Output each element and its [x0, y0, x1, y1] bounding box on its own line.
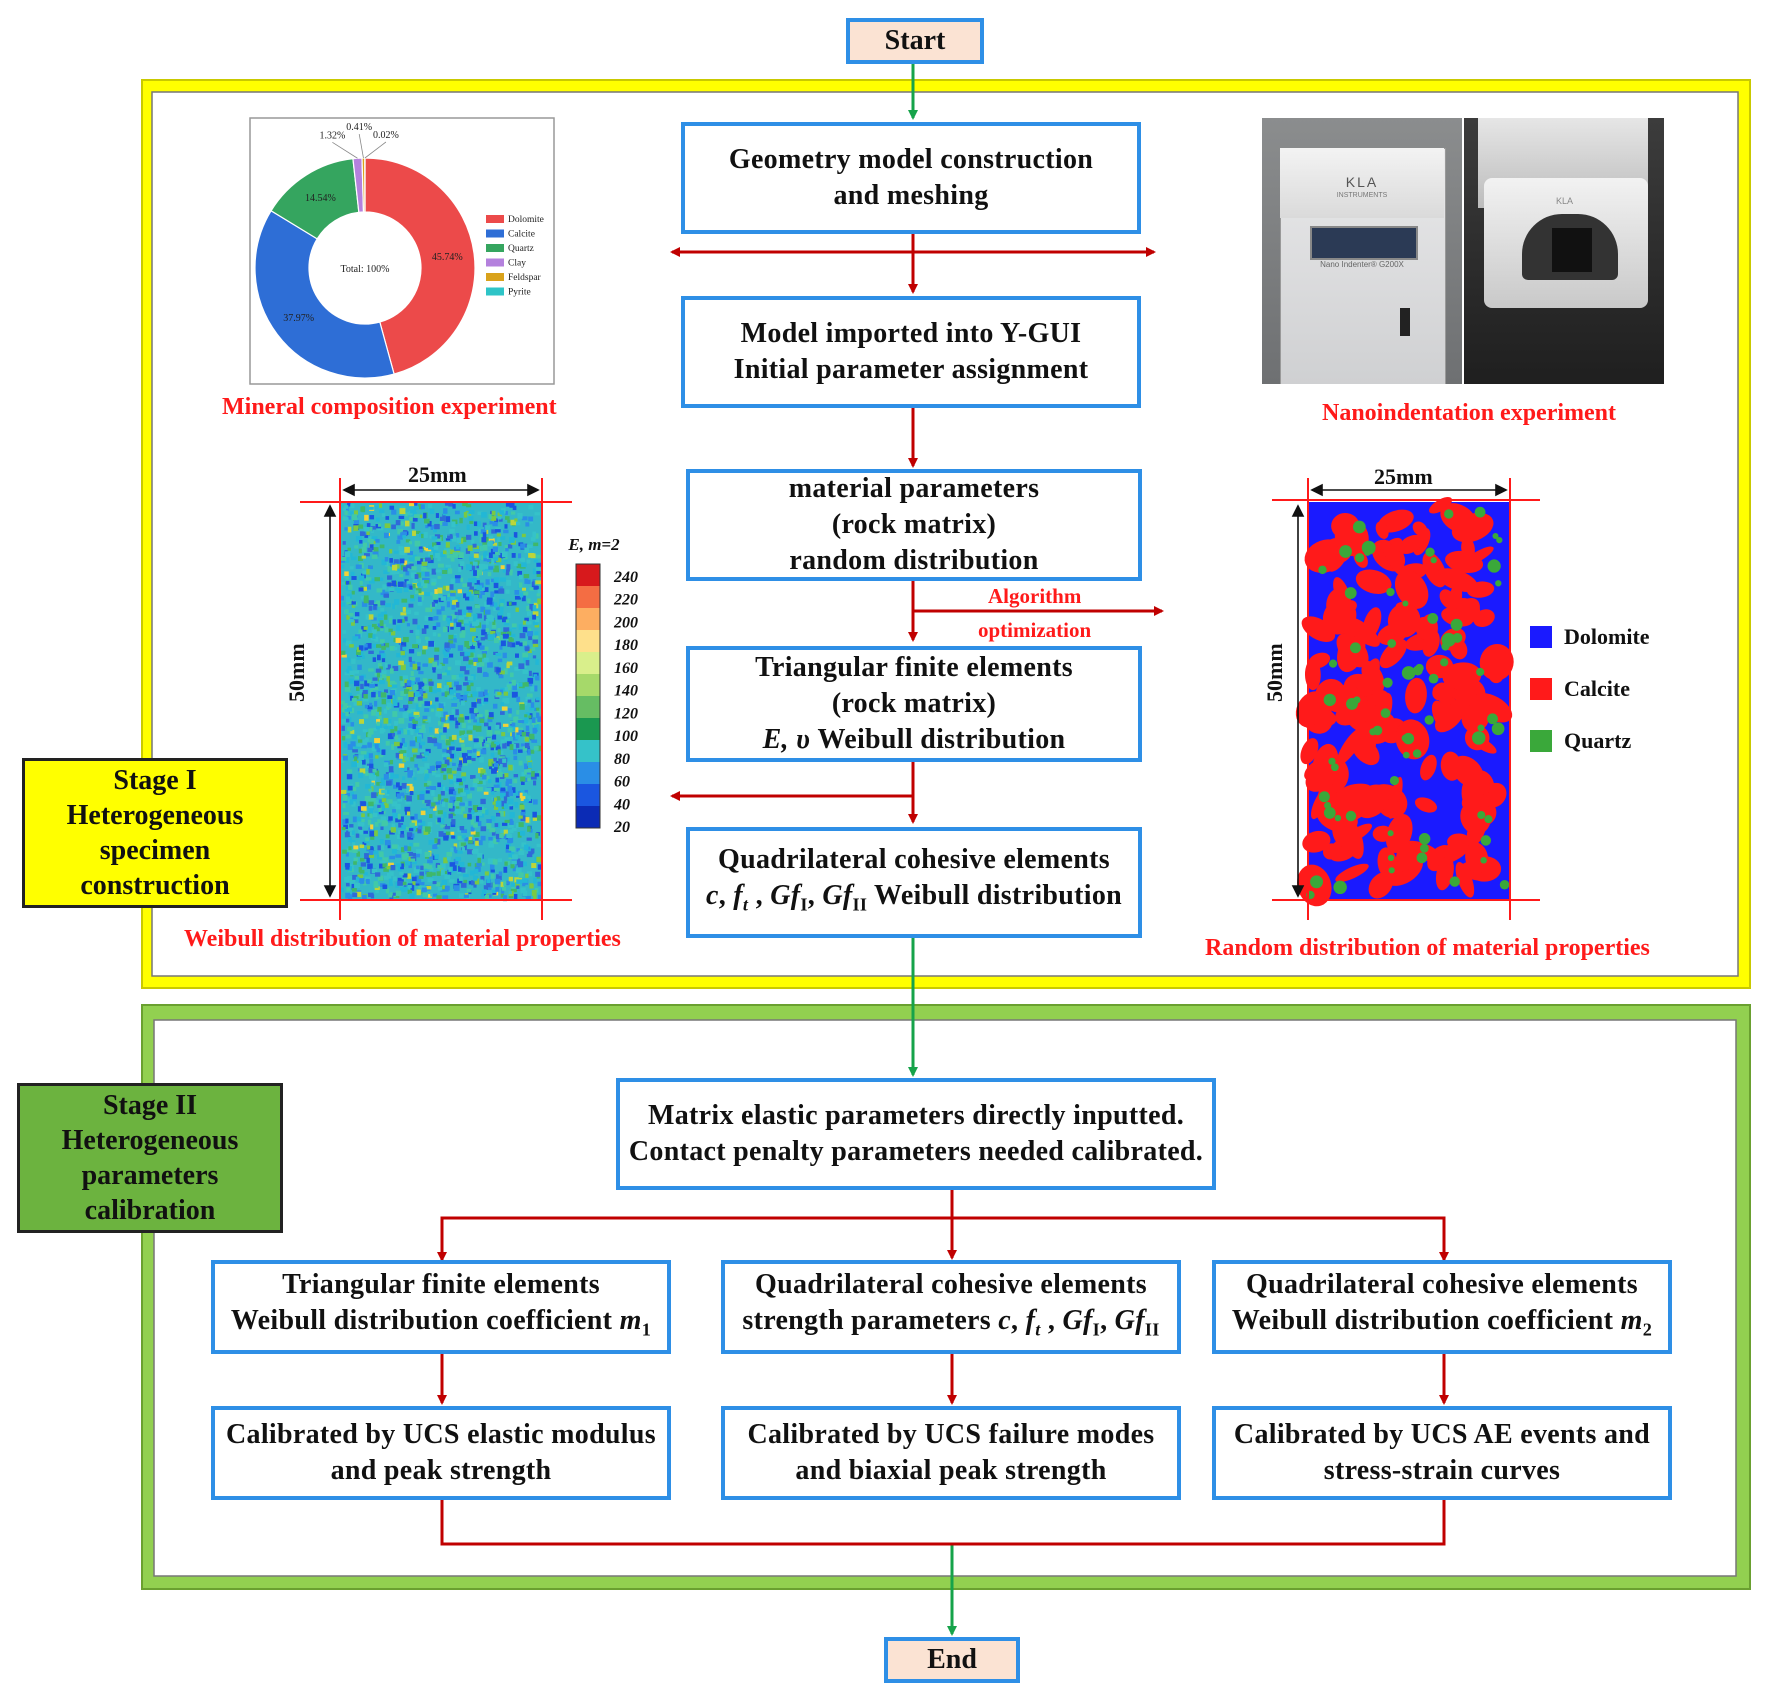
nanoindenter-photo: KLA INSTRUMENTS Nano Indenter® G200X [1262, 118, 1462, 384]
random-height-label: 50mm [1262, 643, 1287, 702]
mineral-donut-chart: 45.74% 37.97% 14.54% 1.32%0.41%0.02% Total: … [254, 122, 544, 379]
colorbar-tick: 180 [614, 637, 638, 654]
donut-slice-dolomite [364, 157, 476, 375]
donut-legend-swatch [486, 244, 504, 252]
kla-logo: KLA [1345, 174, 1379, 190]
colorbar-tick: 240 [613, 569, 638, 586]
legend-quartz: Quartz [1530, 728, 1631, 754]
donut-value-label: 0.02% [373, 130, 399, 141]
random-width-label: 25mm [1374, 464, 1433, 489]
algorithm-label: Algorithm [988, 584, 1082, 608]
colorbar-tick: 100 [614, 728, 638, 745]
donut-value-label: 14.54% [305, 193, 336, 204]
optimization-label: optimization [978, 618, 1092, 642]
donut-legend-swatch [486, 287, 504, 296]
colorbar-tick: 120 [614, 705, 638, 722]
colorbar-tick: 60 [614, 774, 630, 791]
triangular-box: Triangular finite elements(rock matrix) … [686, 646, 1142, 762]
legend-dolomite: Dolomite [1530, 624, 1650, 650]
colorbar-tick: 140 [614, 683, 638, 700]
weibull-width-label: 25mm [408, 462, 467, 487]
donut-legend-swatch [486, 273, 504, 281]
donut-value-label: 37.97% [283, 313, 314, 324]
nanoindentation-caption: Nanoindentation experiment [1322, 400, 1616, 426]
legend-swatch-calcite [1530, 678, 1552, 700]
legend-swatch-quartz [1530, 730, 1552, 752]
donut-slice-calcite [254, 209, 395, 379]
donut-legend-label: Quartz [508, 244, 534, 254]
colorbar-tick: 40 [613, 796, 630, 813]
donut-legend-swatch [486, 215, 504, 223]
donut-value-label: 45.74% [432, 252, 463, 263]
random-caption: Random distribution of material properti… [1205, 935, 1650, 961]
weibull-specimen [340, 502, 543, 902]
matrix-box: Matrix elastic parameters directly input… [616, 1078, 1216, 1190]
end-terminal: End [884, 1637, 1020, 1683]
cohesive-box: Quadrilateral cohesive elements c, ft , … [686, 827, 1142, 938]
material-box: material parameters(rock matrix)random d… [686, 469, 1142, 581]
donut-legend-label: Feldspar [508, 273, 542, 283]
colorbar-title: E, m=2 [567, 535, 620, 554]
legend-calcite: Calcite [1530, 676, 1630, 702]
donut-center-label: Total: 100% [340, 264, 389, 275]
colorbar-tick: 200 [613, 614, 638, 631]
donut-legend-swatch [486, 258, 504, 267]
colorbar-tick: 160 [614, 660, 638, 677]
mineral-caption: Mineral composition experiment [222, 394, 557, 420]
donut-legend-label: Pyrite [508, 288, 531, 298]
colorbar-tick: 80 [614, 751, 630, 768]
weibull-caption: Weibull distribution of material propert… [184, 926, 621, 952]
start-terminal: Start [846, 18, 984, 64]
modulus-colorbar: E, m=2 240 220 200 180 160 140 120 100 80 60 40 20 [567, 535, 638, 836]
donut-legend-swatch [486, 229, 504, 238]
colorbar-tick: 220 [613, 592, 638, 609]
weibull-height-label: 50mm [284, 643, 309, 702]
donut-legend-label: Calcite [508, 230, 535, 240]
indenter-chamber-photo: KLA [1464, 118, 1664, 384]
donut-value-label: 0.41% [346, 122, 372, 133]
random-specimen [1295, 497, 1514, 907]
donut-value-label: 1.32% [319, 130, 345, 141]
legend-swatch-dolomite [1530, 626, 1552, 648]
donut-legend-label: Clay [508, 259, 526, 269]
colorbar-tick: 20 [613, 819, 630, 836]
donut-legend-label: Dolomite [508, 215, 544, 225]
